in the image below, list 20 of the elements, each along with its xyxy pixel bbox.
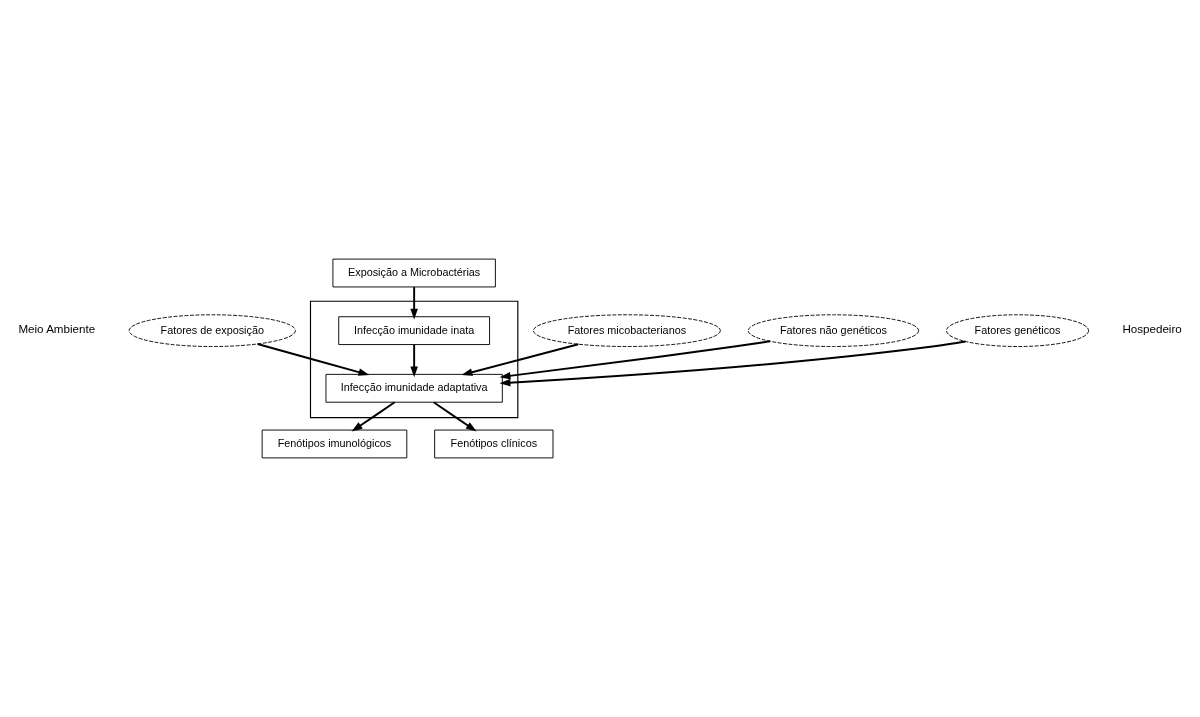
- arrow: [499, 340, 772, 380]
- arrow: [499, 340, 967, 387]
- cluster: [309, 300, 519, 419]
- label: Hospedeiro: [1122, 322, 1182, 336]
- arrow: [461, 343, 580, 376]
- arrow: [410, 343, 418, 378]
- node-box: Infecção imunidade inata: [338, 316, 491, 346]
- node-box: Fenótipos imunológicos: [261, 429, 408, 459]
- node-ellipse: Fatores genéticos: [946, 314, 1090, 347]
- arrow: [256, 343, 370, 376]
- label: Meio Ambiente: [18, 322, 96, 336]
- node-ellipse: Fatores micobacterianos: [532, 314, 721, 347]
- node-ellipse: Fatores não genéticos: [747, 314, 920, 347]
- arrow: [432, 401, 477, 432]
- node-box: Fenótipos clínicos: [434, 429, 554, 459]
- node-ellipse: Fatores de exposição: [128, 314, 296, 347]
- node-box: Exposição a Microbactérias: [332, 258, 496, 288]
- arrow: [351, 401, 396, 432]
- arrow: [410, 286, 418, 320]
- node-box: Infecção imunidade adaptativa: [325, 373, 503, 403]
